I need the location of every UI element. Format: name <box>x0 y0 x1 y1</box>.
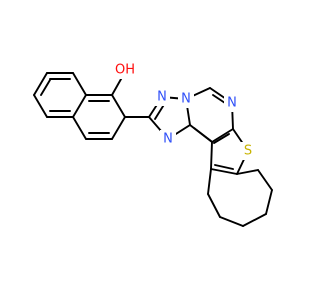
bond <box>210 141 213 170</box>
bond <box>210 168 238 175</box>
n-triazole-top-text: N <box>157 90 167 105</box>
bond <box>265 189 273 215</box>
n-triazole-top-label: N <box>154 88 170 106</box>
oh-text: OH <box>115 63 135 78</box>
bond <box>72 116 87 140</box>
bond <box>213 133 230 144</box>
bond <box>207 168 212 195</box>
n-pyrimidine-label: N <box>224 94 240 112</box>
molecule-drawing: OH N N N N S <box>33 61 273 227</box>
n-bridge-text: N <box>181 92 191 107</box>
bond <box>33 94 48 118</box>
bond <box>211 128 234 143</box>
n-triazole-bottom-label: N <box>160 130 176 148</box>
s-thiophene-label: S <box>240 142 256 160</box>
bond <box>193 127 212 142</box>
bond <box>40 79 51 96</box>
bond <box>236 169 259 175</box>
bond <box>111 116 126 140</box>
bond <box>72 94 87 118</box>
bond <box>111 94 126 118</box>
bond <box>214 164 234 170</box>
bond <box>257 169 273 191</box>
bond <box>207 193 221 218</box>
n-pyrimidine-text: N <box>227 96 237 111</box>
bond <box>33 72 48 96</box>
n-triazole-bottom-text: N <box>163 132 173 147</box>
bond <box>219 216 244 227</box>
molecule-structure: OH N N N N S <box>33 61 273 227</box>
bond <box>72 72 87 96</box>
s-thiophene-text: S <box>244 144 252 159</box>
oh-label: OH <box>111 61 139 79</box>
atom-labels: OH N N N N S <box>111 61 256 160</box>
bond <box>242 213 267 227</box>
n-bridge-label: N <box>178 90 194 108</box>
